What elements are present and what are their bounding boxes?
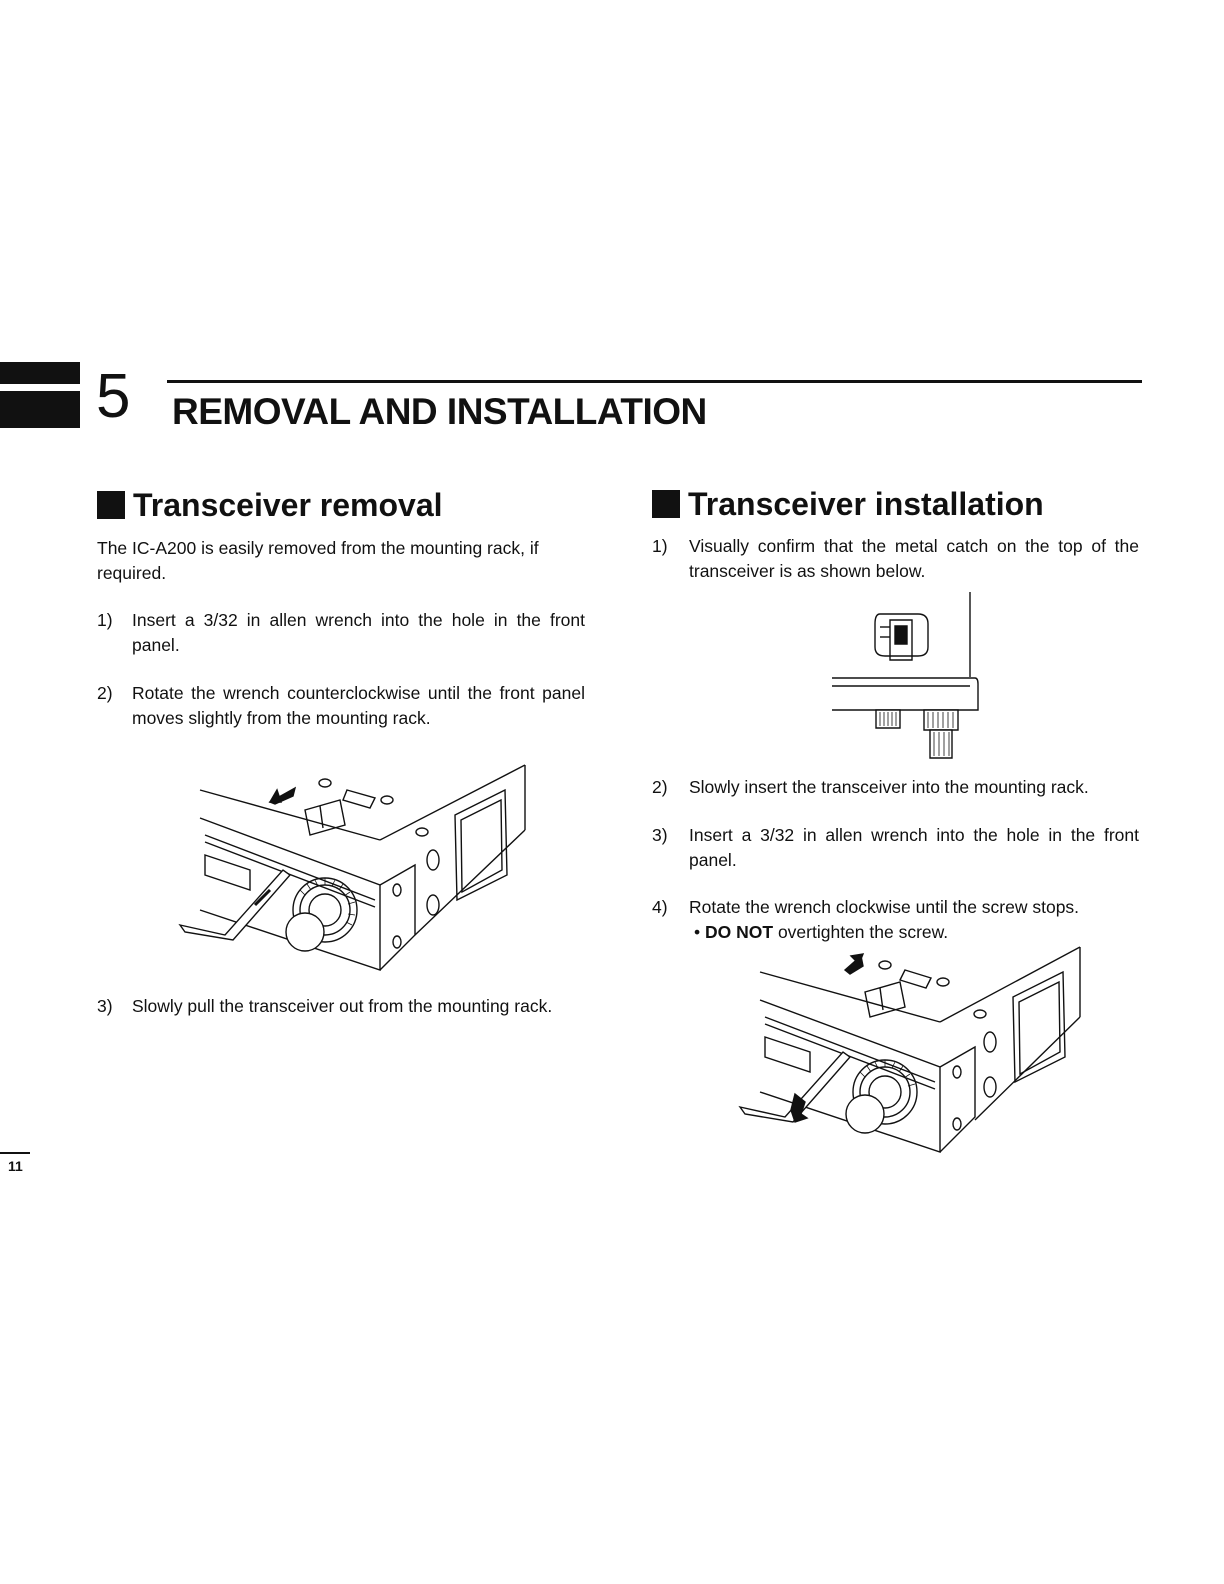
- step-number: 2): [97, 683, 113, 703]
- bullet-icon: •: [694, 922, 701, 942]
- installation-step-1: 1) Visually confirm that the metal catch…: [652, 534, 1142, 584]
- step-text: Insert a 3/32 in allen wrench into the h…: [689, 825, 1139, 870]
- metal-catch-illustration: [830, 592, 980, 764]
- installation-step-3: 3) Insert a 3/32 in allen wrench into th…: [652, 823, 1142, 873]
- step-text: Rotate the wrench counterclockwise until…: [132, 683, 585, 728]
- chapter-tab-marker-top: [0, 362, 80, 384]
- removal-step-3: 3) Slowly pull the transceiver out from …: [97, 994, 587, 1044]
- removal-heading-text: Transceiver removal: [133, 487, 443, 523]
- page-number-rule: [0, 1152, 30, 1154]
- step-number: 1): [97, 610, 113, 630]
- warning-emphasis: DO NOT: [705, 922, 774, 942]
- removal-step-1: 1) Insert a 3/32 in allen wrench into th…: [97, 608, 587, 658]
- removal-step-2: 2) Rotate the wrench counterclockwise un…: [97, 681, 587, 731]
- step-number: 3): [652, 825, 668, 845]
- installation-illustration: [735, 942, 1095, 1157]
- chapter-rule: [167, 380, 1142, 383]
- page-number: 11: [8, 1158, 23, 1174]
- step-text: Insert a 3/32 in allen wrench into the h…: [132, 610, 585, 655]
- heading-square-icon: [97, 491, 125, 519]
- step-text: Slowly insert the transceiver into the m…: [689, 777, 1089, 797]
- heading-square-icon: [652, 490, 680, 518]
- removal-intro: The IC-A200 is easily removed from the m…: [97, 538, 539, 583]
- installation-warning-note: • DO NOT overtighten the screw.: [694, 920, 948, 945]
- step-number: 4): [652, 897, 668, 917]
- step-number: 1): [652, 536, 668, 556]
- step-number: 3): [97, 996, 113, 1016]
- installation-step-2: 2) Slowly insert the transceiver into th…: [652, 775, 1142, 800]
- chapter-tab-marker-bottom: [0, 391, 80, 428]
- step-number: 2): [652, 777, 668, 797]
- installation-step-4: 4) Rotate the wrench clockwise until the…: [652, 895, 1142, 945]
- step-text: Slowly pull the transceiver out from the…: [132, 996, 553, 1016]
- chapter-number: 5: [96, 362, 131, 431]
- removal-heading: Transceiver removal: [97, 485, 443, 525]
- step-text: Rotate the wrench clockwise until the sc…: [689, 897, 1080, 917]
- step-text: Visually confirm that the metal catch on…: [689, 536, 1139, 581]
- chapter-title: REMOVAL AND INSTALLATION: [172, 391, 707, 432]
- installation-heading: Transceiver installation: [652, 484, 1044, 524]
- warning-text: overtighten the screw.: [773, 922, 949, 942]
- removal-illustration: [175, 760, 535, 975]
- installation-heading-text: Transceiver installation: [688, 486, 1044, 522]
